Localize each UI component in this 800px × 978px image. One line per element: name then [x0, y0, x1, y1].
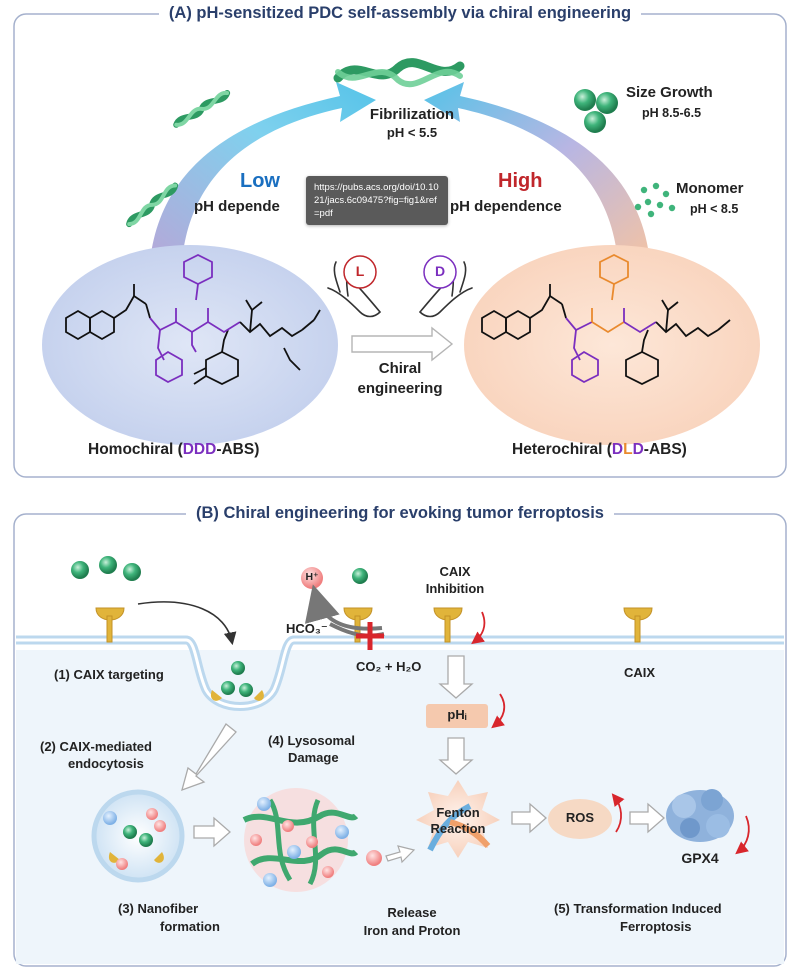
block-cross-icon: [356, 622, 384, 650]
high-ph-arrow: [424, 82, 650, 262]
heterochiral-oval: [464, 245, 760, 445]
low-ph-arrow: [150, 82, 376, 262]
homochiral-label: Homochiral (DDD-ABS): [88, 441, 260, 458]
phi-label: pHᵢ: [447, 707, 467, 722]
hand-d-letter: D: [434, 263, 446, 279]
monomer-label: Monomer: [676, 180, 744, 197]
ddd-abs-structure: [65, 253, 321, 386]
cell-membrane-inner: [16, 638, 784, 708]
high-label: High: [498, 170, 543, 192]
h-plus-ion: [366, 850, 382, 866]
size-growth-ph: pH 8.5-6.5: [642, 106, 702, 120]
down-arrow: [438, 737, 474, 775]
decrease-arrow: [491, 693, 506, 729]
receptor-icon: [210, 690, 264, 701]
step4-line2: Damage: [288, 750, 339, 765]
homochiral-oval: [42, 245, 338, 445]
panel-b-title: (B) Chiral engineering for evoking tumor…: [0, 504, 800, 523]
increase-arrow: [611, 793, 625, 833]
hand-l-letter: L: [355, 263, 365, 279]
fibrilization-label: Fibrilization: [369, 106, 455, 123]
ros-oval: [548, 799, 612, 839]
step5-line1: (5) Transformation Induced: [554, 901, 722, 916]
step5-line2: Ferroptosis: [620, 919, 692, 934]
low-label: Low: [240, 170, 280, 192]
engineering-label: engineering: [357, 380, 443, 397]
decrease-arrow: [735, 815, 750, 855]
fenton-line1: Fenton: [436, 805, 480, 820]
right-arrow: [629, 802, 665, 834]
gpx4-label: GPX4: [681, 850, 719, 866]
dld-abs-structure: [481, 253, 731, 386]
fiber-icon: [333, 58, 465, 88]
targeting-arrow: [137, 601, 237, 646]
release-line2: Iron and Proton: [363, 923, 461, 938]
lysosome-damaged-icon: [242, 788, 359, 892]
url-tooltip[interactable]: https://pubs.acs.org/doi/10.1021/jacs.6c…: [306, 176, 448, 225]
down-arrow: [438, 655, 474, 699]
step3-line1: (3) Nanofiber: [118, 901, 199, 916]
step1-label: (1) CAIX targeting: [54, 667, 164, 682]
h-plus-ion: [301, 567, 323, 589]
nanoparticle-icon: [574, 89, 618, 133]
fiber-icon: [173, 89, 231, 128]
nanoparticle-icon: [71, 556, 141, 581]
step2-line1: (2) CAIX-mediated: [40, 739, 152, 754]
fibrilization-ph: pH < 5.5: [386, 125, 438, 140]
nanoparticle-icon: [221, 661, 253, 697]
caix-label: CAIX: [624, 665, 656, 680]
d-circle: [423, 255, 457, 289]
right-arrow: [193, 816, 231, 848]
monomer-dots: [634, 182, 676, 218]
release-line1: Release: [387, 905, 437, 920]
protein-gpx4-icon: [666, 789, 734, 842]
low-dependence-label: pH depende: [194, 198, 280, 215]
step4-line1: (4) Lysosomal: [268, 733, 355, 748]
chiral-label: Chiral: [378, 360, 422, 377]
h-plus-label: H⁺: [305, 571, 319, 583]
decrease-arrow: [471, 611, 486, 645]
heterochiral-label: Heterochiral (DLD-ABS): [512, 441, 687, 458]
chiral-arrow: [351, 326, 454, 362]
monomer-ph: pH < 8.5: [690, 202, 739, 216]
step3-line2: formation: [160, 919, 220, 934]
fenton-blue-arrow: [427, 803, 472, 852]
size-growth-label: Size Growth: [626, 84, 713, 101]
panel-a-title: (A) pH-sensitized PDC self-assembly via …: [0, 4, 800, 23]
hco3-label: HCO₃⁻: [286, 621, 328, 636]
l-circle: [343, 255, 377, 289]
caix-inhibition-line1: CAIX: [439, 564, 471, 579]
fiber-icon: [126, 182, 179, 228]
fenton-orange-arrow: [449, 819, 491, 848]
high-dependence-label: pH dependence: [450, 198, 562, 215]
endocytosis-arrow: [181, 723, 237, 792]
ros-label: ROS: [565, 810, 595, 825]
right-arrow: [511, 802, 547, 834]
step2-line2: endocytosis: [68, 756, 144, 771]
release-arrow: [385, 845, 416, 864]
phi-box: [426, 704, 488, 728]
fenton-line2: Reaction: [430, 821, 486, 836]
caix-inhibition-line2: Inhibition: [425, 581, 485, 596]
co2-h2o-label: CO₂ + H₂O: [356, 659, 422, 674]
nanoparticle-icon: [352, 568, 368, 584]
lysosome-icon: [91, 789, 185, 883]
